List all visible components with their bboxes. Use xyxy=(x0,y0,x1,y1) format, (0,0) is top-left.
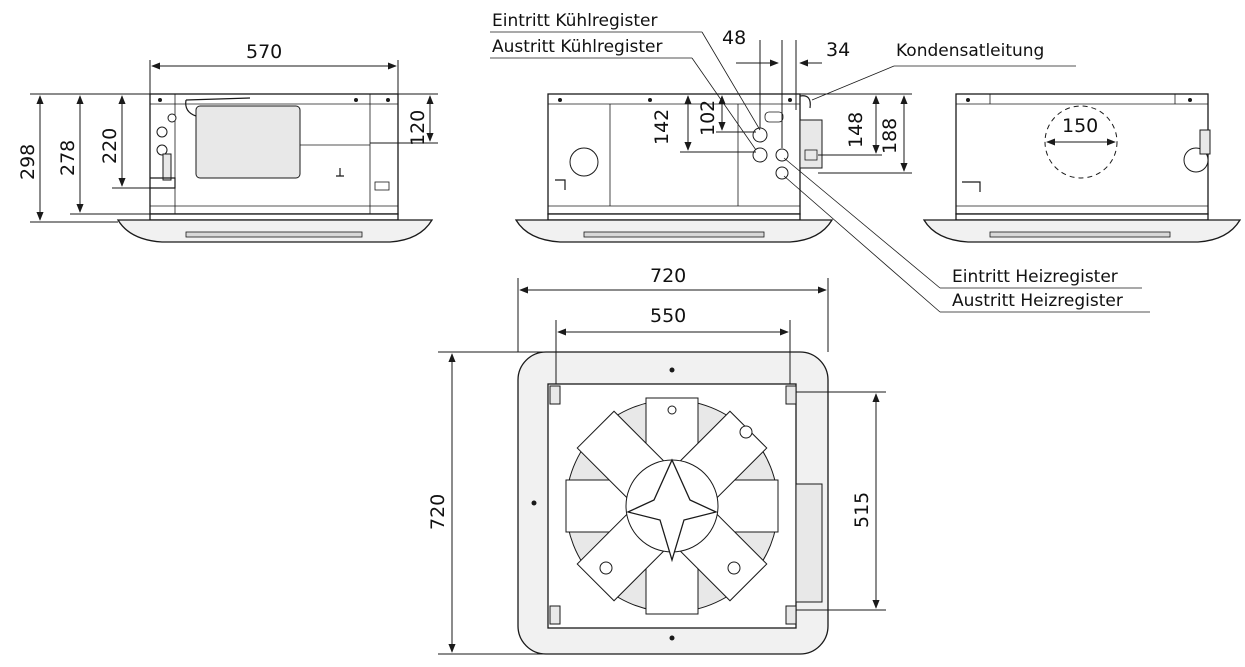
dim-298: 298 xyxy=(17,144,39,180)
label-heating-outlet: Austritt Heizregister xyxy=(952,291,1123,311)
dim-720-width: 720 xyxy=(650,265,686,287)
dim-142: 142 xyxy=(651,109,673,145)
dim-150: 150 xyxy=(1062,115,1098,137)
dim-570: 570 xyxy=(246,41,282,63)
control-box xyxy=(195,105,301,179)
dim-34: 34 xyxy=(826,39,850,61)
front-view: 570 298 278 220 120 xyxy=(17,41,438,243)
side-duct-opening xyxy=(569,147,599,177)
dim-550: 550 xyxy=(650,305,686,327)
heating-inlet-connector xyxy=(775,148,789,162)
dim-48: 48 xyxy=(722,27,746,49)
dim-515: 515 xyxy=(851,492,873,528)
back-ceiling-panel xyxy=(922,219,1242,243)
cooling-outlet-connector xyxy=(752,147,768,163)
label-cooling-inlet: Eintritt Kühlregister xyxy=(492,11,657,31)
front-ceiling-panel xyxy=(116,219,434,243)
side-view: 142 102 148 188 48 34 Eintritt Kühlregis… xyxy=(490,11,1150,313)
label-cooling-outlet: Austritt Kühlregister xyxy=(492,37,663,57)
front-panel-rim xyxy=(149,213,399,221)
label-heating-inlet: Eintritt Heizregister xyxy=(952,267,1118,287)
top-view: 720 550 720 515 xyxy=(427,265,886,655)
dim-278: 278 xyxy=(57,140,79,176)
back-view: 150 xyxy=(922,93,1242,243)
dim-148: 148 xyxy=(845,112,867,148)
side-ceiling-panel xyxy=(514,219,834,243)
dim-188: 188 xyxy=(879,118,901,154)
dim-720-height: 720 xyxy=(427,494,449,530)
cooling-inlet-connector xyxy=(752,127,768,143)
dim-120: 120 xyxy=(407,110,429,146)
heating-outlet-connector xyxy=(775,166,789,180)
side-bracket xyxy=(799,119,823,169)
label-condensate: Kondensatleitung xyxy=(896,41,1044,61)
dim-102: 102 xyxy=(697,100,719,136)
fan-assembly xyxy=(531,367,779,641)
top-side-bracket xyxy=(795,483,823,603)
dim-220: 220 xyxy=(99,128,121,164)
